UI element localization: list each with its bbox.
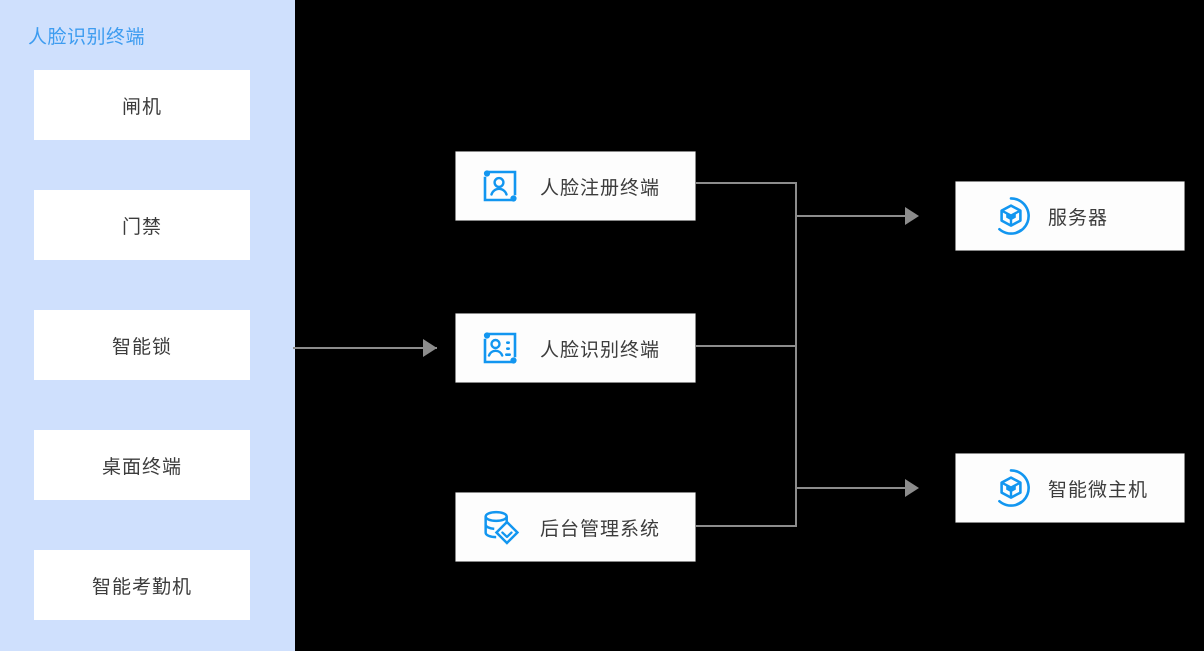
connector-bus-to-server: [795, 215, 915, 217]
arrowhead-panel-to-recognition: [423, 339, 437, 357]
connector-panel-to-recognition: [293, 347, 437, 349]
panel-card-label: 智能锁: [111, 336, 172, 358]
panel-card-label: 桌面终端: [101, 456, 182, 478]
node-server[interactable]: 服务器: [956, 182, 1184, 250]
connector-register-to-bus: [695, 182, 797, 184]
connector-recognition-to-bus: [695, 345, 797, 347]
node-backend-management[interactable]: 后台管理系统: [456, 493, 695, 561]
panel-card-label: 门禁: [121, 216, 162, 238]
panel-card-label: 智能考勤机: [91, 576, 192, 598]
node-face-recognition[interactable]: 人脸识别终端: [456, 314, 695, 382]
panel-card-attendance[interactable]: 智能考勤机: [34, 550, 250, 620]
database-management-icon: [478, 505, 522, 549]
server-cube-icon: [990, 195, 1032, 237]
arrowhead-bus-to-micro-host: [905, 479, 919, 497]
panel-card-access[interactable]: 门禁: [34, 190, 250, 260]
node-face-register[interactable]: 人脸注册终端: [456, 152, 695, 220]
panel-card-gate[interactable]: 闸机: [34, 70, 250, 140]
panel-card-desktop[interactable]: 桌面终端: [34, 430, 250, 500]
node-label: 智能微主机: [1048, 479, 1149, 501]
face-terminal-group-panel: 人脸识别终端 闸机 门禁 智能锁 桌面终端 智能考勤机: [0, 0, 295, 651]
node-label: 人脸注册终端: [540, 177, 661, 199]
arrowhead-bus-to-server: [905, 207, 919, 225]
node-label: 人脸识别终端: [540, 339, 661, 361]
server-cube-icon: [990, 467, 1032, 509]
node-label: 服务器: [1048, 207, 1109, 229]
connector-backend-to-bus: [695, 525, 797, 527]
node-label: 后台管理系统: [540, 518, 661, 540]
connector-vertical-bus: [795, 182, 797, 527]
node-micro-host[interactable]: 智能微主机: [956, 454, 1184, 522]
face-register-icon: [478, 164, 522, 208]
panel-card-smart-lock[interactable]: 智能锁: [34, 310, 250, 380]
connector-bus-to-micro-host: [795, 487, 915, 489]
face-recognition-icon: [478, 326, 522, 370]
panel-title: 人脸识别终端: [28, 27, 146, 48]
panel-card-label: 闸机: [121, 96, 162, 118]
